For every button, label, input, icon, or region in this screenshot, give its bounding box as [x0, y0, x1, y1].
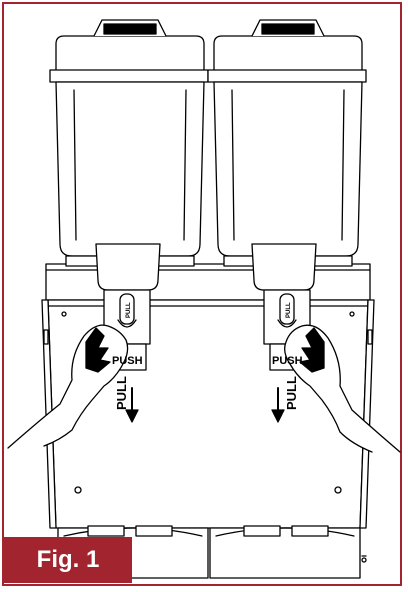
left-pull-arrow — [125, 387, 139, 423]
right-hand — [284, 324, 401, 453]
figure-frame — [2, 2, 402, 586]
left-bowl — [49, 19, 209, 267]
right-pull-arrow — [271, 387, 285, 423]
left-hand — [7, 324, 129, 449]
machine-body — [41, 263, 375, 579]
figure-caption-badge: Fig. 1 — [4, 537, 132, 583]
right-push-label: PUSH — [272, 355, 303, 367]
left-tap — [95, 243, 161, 371]
figure-caption: Fig. 1 — [36, 546, 100, 573]
left-pull-label: PULL — [114, 376, 129, 410]
right-lever-label: PULL — [286, 302, 292, 318]
right-bowl — [207, 19, 367, 267]
left-push-label: PUSH — [112, 355, 143, 367]
left-lever-label: PULL — [126, 302, 132, 318]
right-pull-label: PULL — [284, 376, 299, 410]
